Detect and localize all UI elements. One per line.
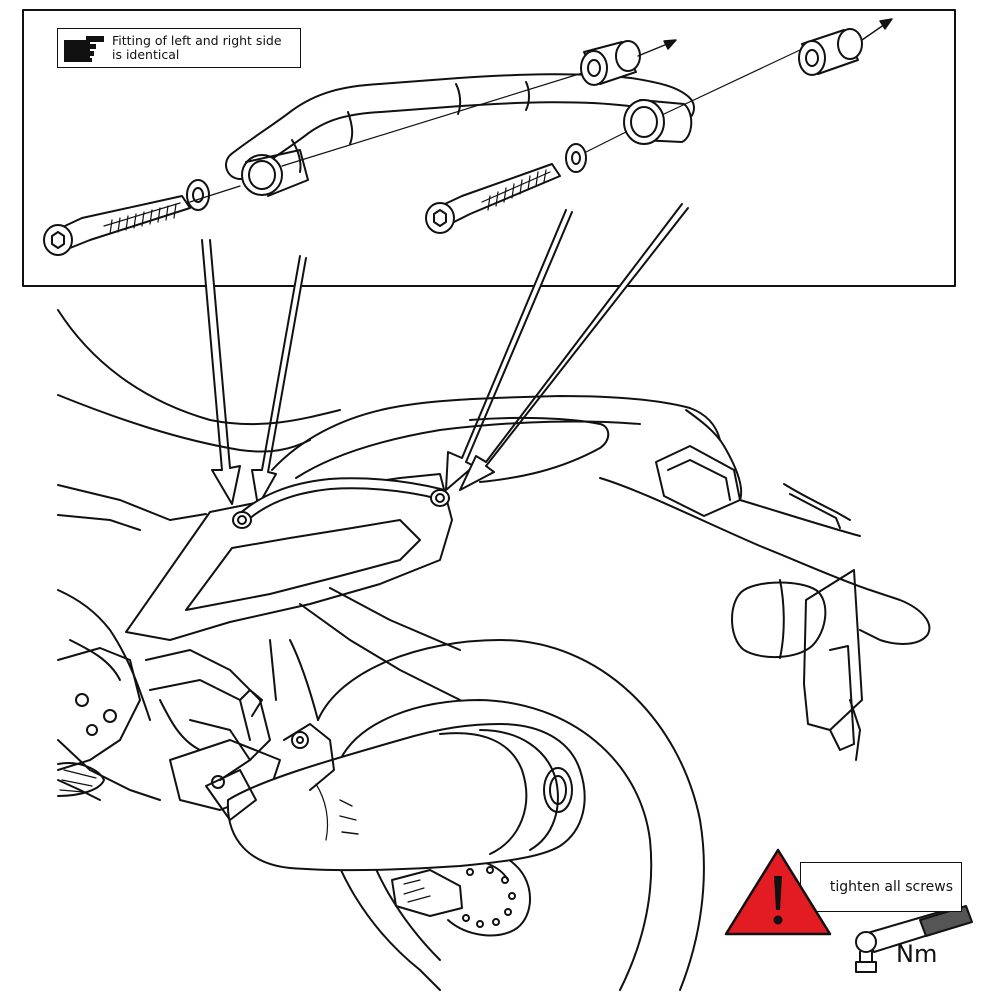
left-spacer [580, 40, 641, 86]
grab-rail-detail [225, 73, 695, 180]
left-bolt [43, 195, 191, 256]
warning-triangle-icon [724, 848, 832, 936]
pointer-arrows [201, 203, 689, 507]
torque-unit-label: Nm [896, 940, 938, 968]
rail-right-sleeve [623, 99, 693, 145]
torque-wrench-icon [855, 905, 973, 973]
note-line-2: is identical [112, 47, 180, 62]
right-spacer [798, 28, 863, 76]
right-washer [565, 143, 587, 173]
rail-left-sleeve [241, 149, 309, 197]
torque-note-box: tighten all screws [800, 862, 962, 912]
left-washer [186, 179, 210, 211]
fitting-direction-arrows [637, 18, 893, 57]
torque-note-text: tighten all screws [829, 879, 953, 895]
note-line-1: Fitting of left and right side [112, 33, 282, 48]
right-bolt [425, 163, 561, 234]
pointing-hand-icon [64, 36, 104, 62]
motorcycle-body [57, 309, 931, 991]
fitting-note-box: Fitting of left and right side is identi… [57, 28, 301, 68]
